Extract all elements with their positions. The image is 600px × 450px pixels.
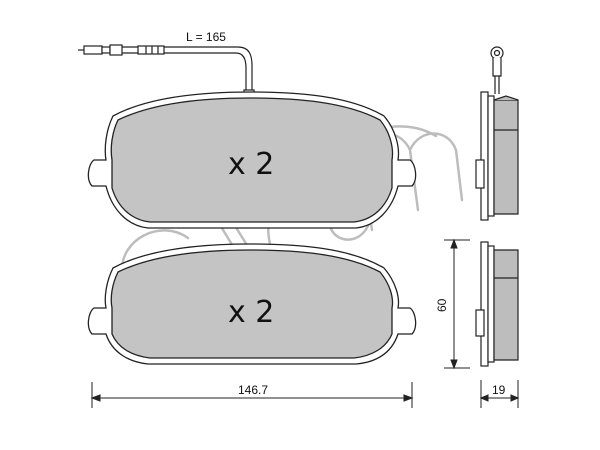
brake-pad-bottom (87, 243, 417, 365)
thickness-dimension-line (479, 380, 520, 408)
pad-top-friction-material (110, 97, 394, 223)
height-dimension-label: 60 (435, 298, 449, 312)
width-dimension-line (90, 382, 414, 408)
pad-bottom-quantity: x 2 (228, 295, 274, 330)
brake-pad-top (87, 91, 417, 229)
wear-sensor-wire (78, 44, 255, 97)
wire-length-label: L = 165 (186, 30, 226, 44)
thickness-dimension-label: 19 (492, 383, 506, 397)
side-view-bottom (475, 241, 519, 367)
pad-bottom-friction-material (110, 249, 394, 359)
pad-top-quantity: x 2 (228, 147, 274, 182)
side-view-top (475, 46, 519, 221)
height-dimension-line (444, 238, 470, 370)
width-dimension-label: 146.7 (238, 383, 268, 397)
